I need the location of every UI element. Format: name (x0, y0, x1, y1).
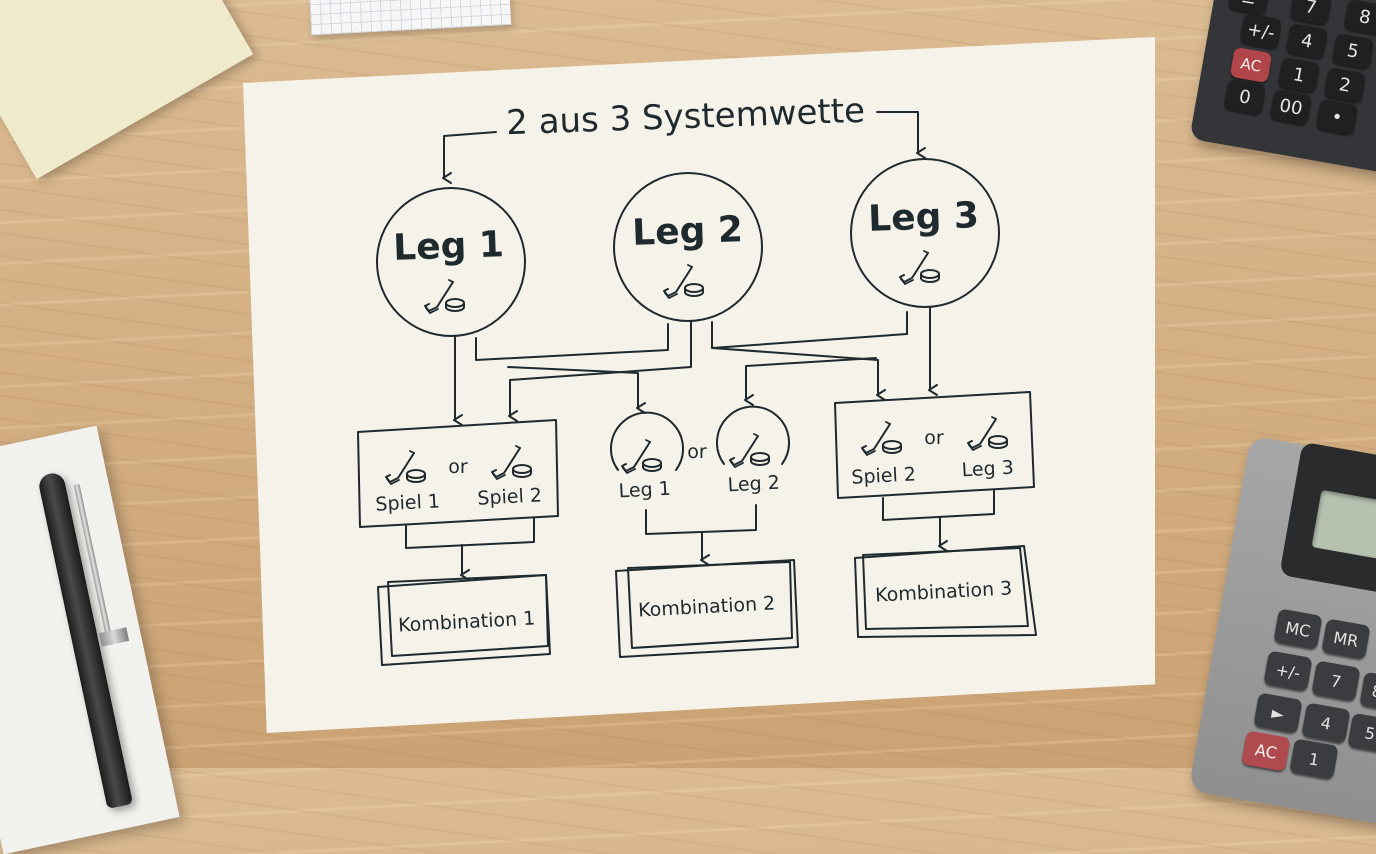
calc-bottom-key: ► (1253, 692, 1302, 733)
calc-top-key: +/- (1240, 13, 1283, 49)
systemwette-diagram: 2 aus 3 Systemwette Leg 1 Leg 2 Leg 3 Sp… (0, 0, 1376, 768)
title-arrow-right (877, 112, 918, 153)
calc-bottom-key: +/- (1263, 650, 1312, 691)
leg-2-hockey-icon (664, 265, 703, 298)
calc-bottom-ac-key: AC (1241, 730, 1290, 771)
leg-1-label: Leg 1 (393, 224, 505, 269)
calc-key-label: • (1330, 106, 1344, 129)
group-1-right-hockey-icon (492, 446, 531, 479)
calc-key-label: ► (1270, 703, 1285, 724)
calc-key-label: MC (1284, 617, 1312, 640)
calc-key-label: +/- (1246, 18, 1277, 43)
calc-key-label: 7 (1329, 671, 1342, 691)
calc-key-label: 2 (1338, 74, 1353, 97)
calc-bottom-key: 1 (1289, 738, 1338, 779)
group-2-bracket (646, 505, 756, 534)
calc-key-label: 8 (1358, 6, 1373, 29)
calc-bottom-key: 7 (1311, 660, 1360, 701)
calc-key-label: 5 (1346, 40, 1361, 63)
calc-top-key: 2 (1324, 67, 1367, 103)
group-2-or: or (687, 441, 707, 463)
group-1-right-label: Spiel 2 (477, 484, 543, 509)
leg-1-hockey-icon (425, 280, 464, 313)
calc-key-label: 1 (1292, 64, 1307, 87)
group-3-right-label: Leg 3 (961, 457, 1014, 482)
group-3-right-hockey-icon (968, 417, 1007, 450)
combination-2-label: Kombination 2 (638, 592, 776, 621)
calc-key-label: 4 (1319, 713, 1332, 733)
calc-key-label: 1 (1307, 749, 1320, 769)
calc-key-label: 5 (1363, 723, 1376, 743)
calc-key-label: AC (1254, 740, 1279, 763)
group-2-right-label: Leg 2 (727, 472, 780, 497)
calc-key-label: 7 (1304, 0, 1319, 18)
connector-leg1-leg2 (476, 324, 668, 360)
calc-top-key: 5 (1332, 33, 1375, 69)
calc-key-label: +/- (1274, 660, 1302, 683)
combination-3-label: Kombination 3 (875, 577, 1013, 606)
group-1-or: or (448, 456, 468, 478)
calc-key-label: ± (1240, 0, 1259, 9)
calc-top-key: • (1316, 99, 1359, 135)
group-1-left-label: Spiel 1 (375, 490, 441, 515)
calc-top-key: 0 (1224, 79, 1267, 115)
leg-3-hockey-icon (900, 251, 939, 284)
group-3-left-hockey-icon (862, 422, 901, 455)
leg-3-label: Leg 3 (868, 195, 980, 240)
calc-key-label: MR (1332, 627, 1360, 650)
group-3-or: or (924, 427, 944, 449)
group-2-left-hockey-icon (622, 440, 661, 473)
calc-key-label: AC (1239, 54, 1262, 75)
title-arrow-left (444, 132, 496, 178)
combination-1-label: Kombination 1 (398, 607, 536, 636)
calc-bottom-key: 4 (1301, 702, 1350, 743)
calc-top-key: 00 (1270, 89, 1313, 125)
leg-2-label: Leg 2 (632, 209, 744, 254)
calc-top-key: 4 (1286, 23, 1329, 59)
diagram-title: 2 aus 3 Systemwette (506, 91, 866, 144)
group-2-right-hockey-icon (730, 434, 769, 467)
calc-key-label: 4 (1300, 30, 1315, 53)
connector-to-group2-right (746, 358, 876, 400)
calc-top-ac-key: AC (1230, 47, 1273, 83)
calc-bottom-key: MR (1321, 618, 1370, 659)
group-1-left-hockey-icon (386, 451, 425, 484)
group-2-left-label: Leg 1 (618, 478, 671, 503)
calc-key-label: 00 (1278, 95, 1304, 120)
calc-top-key: 1 (1278, 57, 1321, 93)
calc-key-label: 0 (1238, 86, 1253, 109)
group-3-left-label: Spiel 2 (851, 463, 917, 488)
calc-bottom-key: MC (1273, 608, 1322, 649)
connector-to-group3-left (712, 348, 878, 395)
connector-leg2-leg3 (712, 312, 907, 348)
calc-key-label: 8 (1370, 681, 1376, 701)
